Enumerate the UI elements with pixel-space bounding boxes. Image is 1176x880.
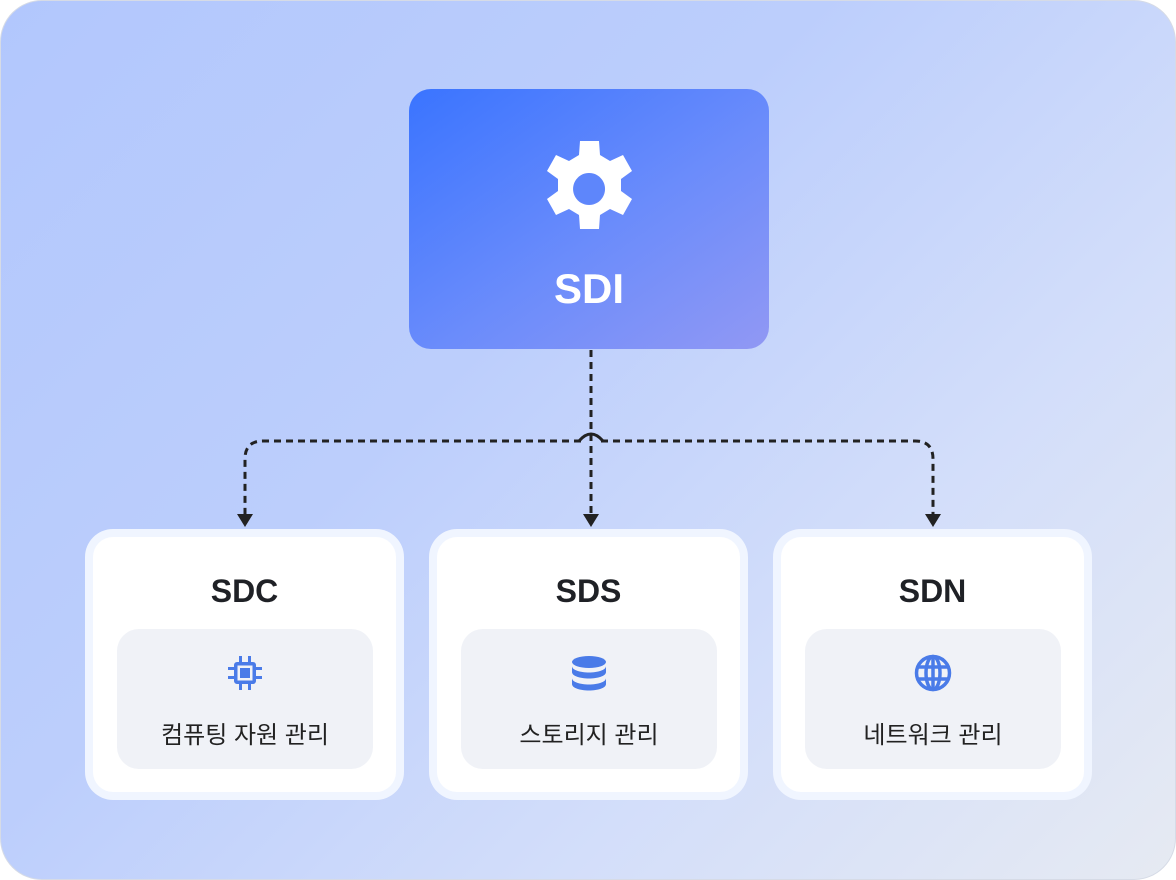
gear-icon xyxy=(547,141,632,229)
card-description: 네트워크 관리 xyxy=(863,722,1003,749)
arrow-sds xyxy=(583,514,599,527)
card-description: 컴퓨팅 자원 관리 xyxy=(161,722,329,749)
card-detail: 컴퓨팅 자원 관리 xyxy=(117,629,373,769)
card-detail: 스토리지 관리 xyxy=(461,629,717,769)
sdi-label: SDI xyxy=(553,265,624,312)
sdc-card: SDC 컴퓨팅 자원 관리 xyxy=(85,529,404,800)
sdn-card: SDN 네트워크 관리 xyxy=(773,529,1092,800)
sds-card: SDS 스토리지 관리 xyxy=(429,529,748,800)
card-title: SDC xyxy=(210,573,279,609)
globe-icon xyxy=(914,654,952,692)
arrow-sdc xyxy=(237,514,253,527)
card-description: 스토리지 관리 xyxy=(519,722,659,749)
cpu-chip-icon xyxy=(228,656,262,690)
database-icon xyxy=(572,656,606,691)
arrow-sdn xyxy=(925,514,941,527)
card-title: SDS xyxy=(555,573,622,609)
card-title: SDN xyxy=(898,573,967,609)
connector-left xyxy=(243,439,581,515)
connector-right xyxy=(601,439,935,515)
card-detail: 네트워크 관리 xyxy=(805,629,1061,769)
sdi-node: SDI xyxy=(409,89,769,349)
